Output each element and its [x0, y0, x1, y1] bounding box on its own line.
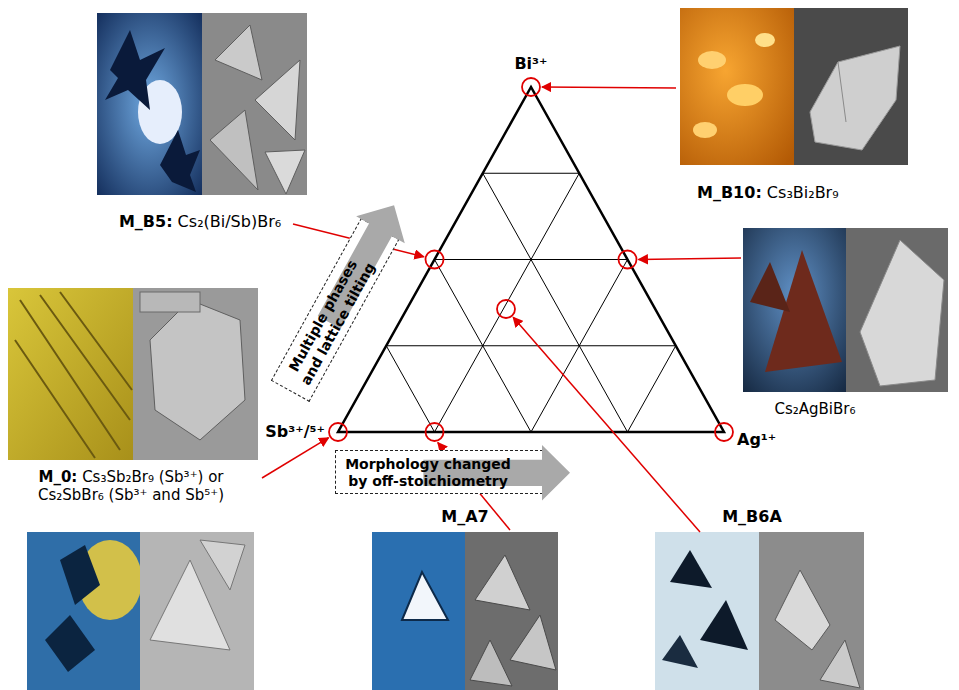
crystal: [140, 292, 200, 312]
caption-id: M_0:: [38, 468, 77, 486]
photo-b6a: [655, 532, 864, 690]
composition-circle: [426, 423, 444, 441]
sem-photo: [465, 532, 558, 690]
sem-photo: [133, 288, 258, 460]
leader-arrow: [639, 258, 742, 259]
crystal: [45, 615, 95, 672]
composition-circle: [715, 423, 733, 441]
sample-caption: M_A7: [441, 507, 488, 526]
grid-line: [435, 173, 580, 432]
vertex-label: Sb³⁺/⁵⁺: [265, 422, 325, 441]
sem-photo: [846, 228, 948, 392]
crystal: [820, 640, 860, 688]
grid-line: [435, 260, 532, 433]
crystal: [698, 51, 726, 69]
crystal: [402, 572, 448, 620]
crystal: [700, 600, 748, 650]
grid-line: [628, 346, 676, 432]
box-text: Multiple phases and lattice tilting: [279, 246, 381, 393]
photo-b10: [680, 8, 908, 165]
crystal: [255, 60, 300, 140]
crystal: [670, 550, 712, 588]
crystal: [662, 635, 698, 668]
crystal: [470, 640, 512, 686]
crystal: [755, 33, 775, 47]
sample-caption: Cs₂AgBiBr₆: [774, 400, 855, 418]
vertex-label: Ag¹⁺: [737, 430, 776, 449]
photo-m0-lower: [27, 532, 254, 690]
sample-caption: M_B6A: [722, 507, 782, 526]
crystal: [510, 615, 556, 670]
crystal: [693, 122, 717, 138]
crystal: [150, 300, 245, 440]
photo-b5: [97, 13, 307, 195]
photo-a7: [372, 532, 558, 690]
grid-line: [386, 346, 434, 432]
leader-arrow: [262, 438, 329, 478]
streaks: [15, 292, 132, 458]
leader-arrows: [262, 87, 741, 532]
leader-arrow: [542, 87, 676, 88]
sample-caption: M_0: Cs₃Sb₂Br₉ (Sb³⁺) or Cs₂SbBr₆ (Sb³⁺ …: [6, 468, 256, 504]
sem-photo: [759, 532, 864, 690]
composition-circle: [619, 251, 637, 269]
crystal: [160, 130, 200, 192]
trend-box: Morphology changed by off-stoichiometry: [335, 450, 543, 494]
composition-circle: [522, 78, 540, 96]
crystal-edge: [838, 62, 846, 122]
crystal: [210, 110, 258, 190]
crystal: [200, 540, 245, 590]
sem-photo: [140, 532, 254, 690]
grid-line: [386, 345, 676, 346]
optical-photo: [655, 532, 759, 690]
photo-agbi: [743, 228, 948, 392]
grid-line: [483, 173, 628, 432]
caption-formula: Cs₂(Bi/Sb)Br₆: [173, 212, 282, 231]
composition-circle: [426, 251, 444, 269]
caption-id: M_B5:: [119, 212, 173, 231]
sem-photo: [202, 13, 307, 195]
crystal: [860, 240, 944, 386]
crystal: [810, 46, 900, 150]
sample-caption: M_B10: Cs₃Bi₂Br₉: [697, 183, 839, 202]
crystal: [60, 545, 100, 605]
crystal: [727, 84, 763, 106]
optical-photo: [97, 13, 202, 195]
sem-photo: [794, 8, 908, 165]
ternary-grid: [386, 173, 676, 432]
composition-circle: [329, 423, 347, 441]
crystal: [150, 560, 230, 650]
composition-circle: [497, 300, 515, 318]
leader-arrow: [513, 317, 700, 532]
optical-photo: [743, 228, 846, 392]
optical-photo: [680, 8, 794, 165]
optical-photo: [372, 532, 465, 690]
caption-id: M_B10:: [697, 183, 762, 202]
crystal: [775, 570, 830, 650]
crystal: [215, 25, 262, 80]
caption-formula: Cs₃Bi₂Br₉: [762, 183, 839, 202]
crystal: [765, 250, 842, 372]
trend-box: Multiple phases and lattice tilting: [271, 218, 399, 402]
crystal: [265, 150, 305, 194]
box-text: Morphology changed by off-stoichiometry: [342, 456, 514, 490]
sample-caption: M_B5: Cs₂(Bi/Sb)Br₆: [119, 212, 281, 231]
optical-photo: [8, 288, 133, 460]
crystal: [475, 555, 530, 610]
vertex-label: Bi³⁺: [514, 54, 547, 73]
crystal: [750, 262, 790, 312]
crystal: [105, 30, 165, 110]
grid-line: [483, 173, 580, 174]
photo-m0-upper: [8, 288, 258, 460]
